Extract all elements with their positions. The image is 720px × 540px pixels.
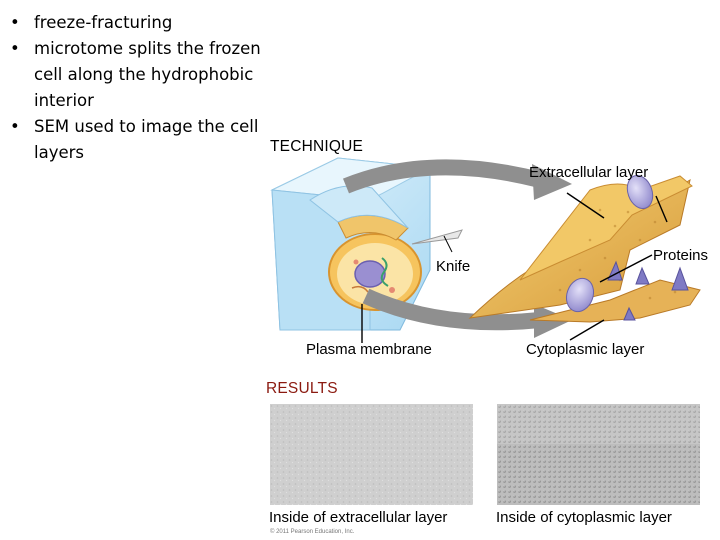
cytoplasmic-layer-label: Cytoplasmic layer [526, 341, 645, 358]
proteins-label: Proteins [653, 247, 709, 264]
bullet-dot: • [10, 39, 20, 58]
plasma-membrane-label: Plasma membrane [306, 341, 432, 358]
bullet-item: • SEM used to image the cell layers [8, 114, 270, 166]
technique-heading: TECHNIQUE [270, 138, 364, 155]
nucleus [354, 260, 386, 288]
leader-lines [361, 192, 668, 343]
bullet-item: • microtome splits the frozen cell along … [8, 36, 270, 114]
bullet-text: freeze-fracturing [34, 13, 173, 32]
protein [635, 266, 650, 285]
copyright-notice: © 2011 Pearson Education, Inc. [270, 529, 355, 535]
protein [626, 175, 654, 209]
bullet-text: SEM used to image the cell layers [34, 117, 259, 162]
results-heading: RESULTS [266, 380, 338, 397]
protein [565, 277, 595, 313]
bullet-dot: • [10, 117, 20, 136]
bullet-text: microtome splits the frozen cell along t… [34, 39, 261, 110]
bullet-list: • freeze-fracturing • microtome splits the… [8, 10, 270, 166]
cytoplasmic-caption: Inside of cytoplasmic layer [496, 509, 672, 526]
fractured-membrane [468, 175, 701, 323]
extracellular-micrograph [270, 404, 473, 505]
protein [671, 266, 689, 291]
cytoplasmic-micrograph [497, 404, 700, 505]
bullet-item: • freeze-fracturing [8, 10, 270, 36]
extracellular-layer-label: Extracellular layer [529, 164, 649, 181]
knife-label: Knife [436, 258, 471, 275]
knife [411, 229, 463, 253]
extracellular-caption: Inside of extracellular layer [269, 509, 448, 526]
protein [623, 306, 636, 321]
bullet-dot: • [10, 13, 20, 32]
